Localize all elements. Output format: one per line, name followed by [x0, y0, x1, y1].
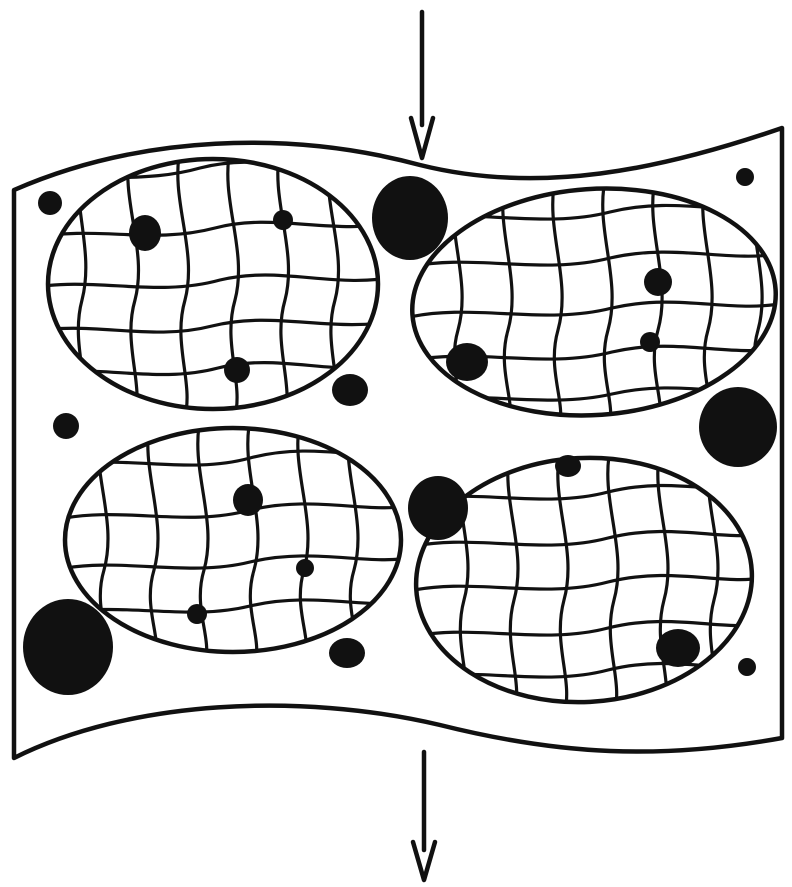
filler-particles — [23, 168, 777, 695]
particle — [187, 604, 207, 624]
particle — [644, 268, 672, 296]
particle — [38, 191, 62, 215]
mesh-network-bottom-left — [55, 420, 420, 665]
particle — [699, 387, 777, 467]
particle — [273, 210, 293, 230]
particle — [53, 413, 79, 439]
particle — [296, 559, 314, 577]
particle — [736, 168, 754, 186]
particle — [233, 484, 263, 516]
particle — [446, 343, 488, 381]
particle — [555, 455, 581, 477]
domain-outline-bottom-right — [410, 449, 758, 710]
particle — [23, 599, 113, 695]
incoming-arrow — [411, 12, 433, 158]
particle — [738, 658, 756, 676]
particle — [129, 215, 161, 251]
particle — [329, 638, 365, 668]
outgoing-arrow — [413, 752, 435, 880]
mesh-domain-bottom-left — [55, 420, 420, 665]
particle — [408, 476, 468, 540]
particle — [656, 629, 700, 667]
particle — [224, 357, 250, 383]
particle — [640, 332, 660, 352]
particle — [332, 374, 368, 406]
particle — [372, 176, 448, 260]
